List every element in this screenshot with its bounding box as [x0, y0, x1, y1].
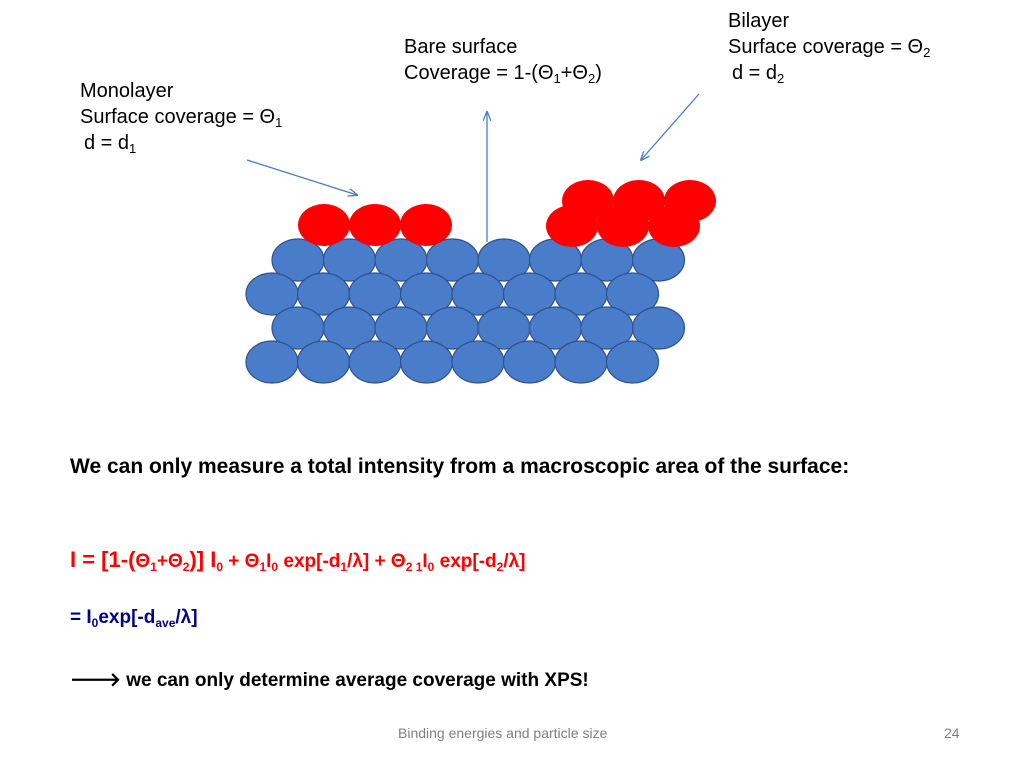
- monolayer-title: Monolayer: [80, 80, 174, 102]
- bilayer-bottom-atom: [648, 205, 700, 247]
- substrate-atom: [605, 340, 660, 384]
- monolayer-arrow: [246, 159, 357, 195]
- monolayer-coverage: Surface coverage = Θ1: [80, 106, 283, 130]
- monolayer-atom: [349, 204, 401, 246]
- bilayer-coverage: Surface coverage = Θ2: [728, 36, 931, 60]
- substrate-atom: [631, 306, 686, 350]
- bilayer-thickness: d = d2: [732, 62, 785, 86]
- pointer-arrows: [246, 93, 700, 242]
- monolayer-atom: [298, 204, 350, 246]
- bilayer-bottom-atom: [597, 205, 649, 247]
- surface-coverage-diagram: [245, 93, 716, 384]
- page-number: 24: [944, 725, 960, 741]
- substrate-atom: [348, 340, 402, 384]
- monolayer-label: Monolayer Surface coverage = Θ1 d = d1: [80, 78, 282, 156]
- bilayer-arrow: [641, 93, 700, 160]
- bilayer-bottom-atom: [546, 205, 598, 247]
- bilayer-title: Bilayer: [728, 10, 790, 32]
- adsorbate-atoms: [298, 180, 716, 247]
- substrate-atom: [245, 340, 299, 384]
- average-equation: = I0exp[-dave/λ]: [70, 607, 198, 630]
- right-arrow-icon: 🡒: [70, 670, 121, 691]
- footer-title: Binding energies and particle size: [398, 725, 608, 741]
- monolayer-thickness: d = d1: [84, 132, 137, 156]
- monolayer-atom: [400, 204, 452, 246]
- bare-surface-label: Bare surface Coverage = 1-(Θ1+Θ2): [404, 34, 602, 86]
- substrate-atom: [296, 340, 351, 384]
- bilayer-label: Bilayer Surface coverage = Θ2 d = d2: [728, 8, 930, 86]
- statement-text: We can only measure a total intensity fr…: [70, 455, 850, 478]
- substrate-atom: [605, 272, 660, 316]
- substrate-atom: [451, 340, 505, 384]
- substrate-atom: [554, 340, 608, 384]
- bare-surface-coverage: Coverage = 1-(Θ1+Θ2): [404, 62, 602, 86]
- intensity-equation: I = [1-(Θ1+Θ2)] I0 + Θ1I0 exp[-d1/λ] + Θ…: [70, 547, 526, 574]
- substrate-atoms: [245, 238, 686, 384]
- substrate-atom: [399, 340, 454, 384]
- bare-surface-title: Bare surface: [404, 36, 518, 58]
- conclusion-text: 🡒 we can only determine average coverage…: [70, 670, 589, 691]
- substrate-atom: [502, 340, 557, 384]
